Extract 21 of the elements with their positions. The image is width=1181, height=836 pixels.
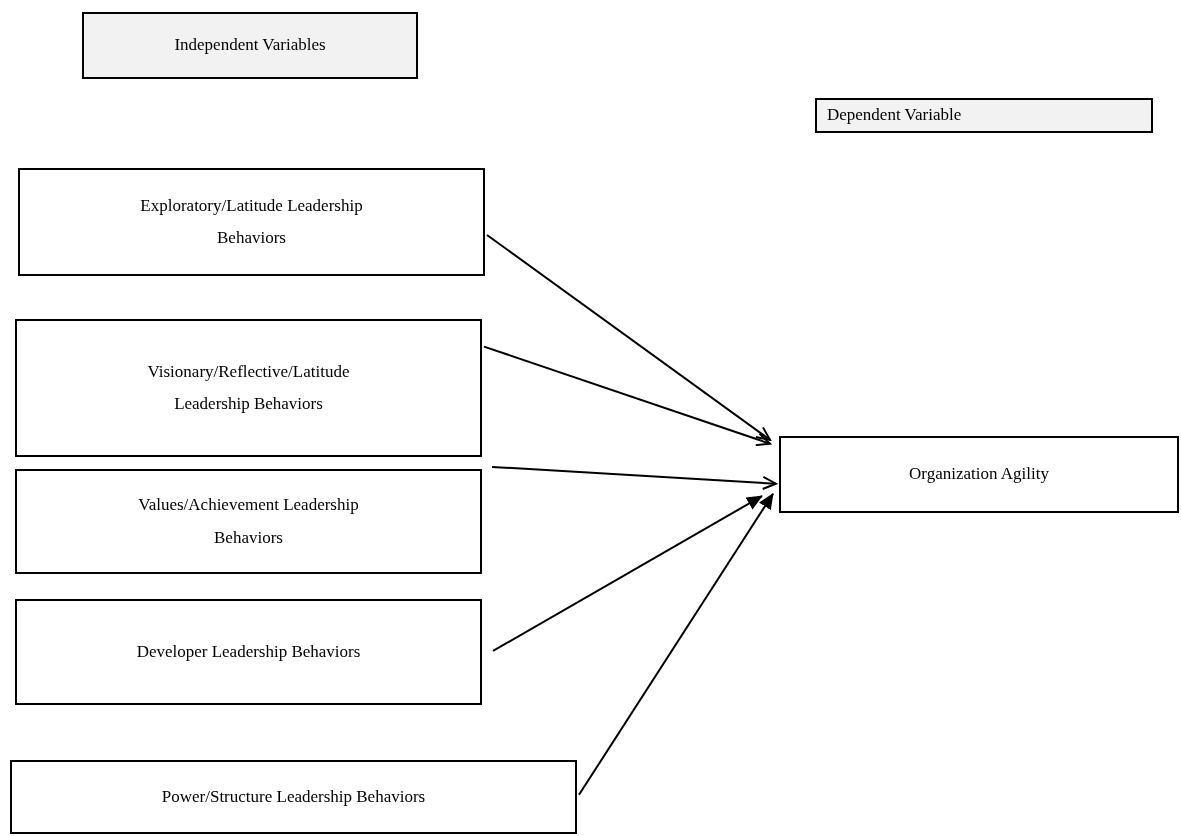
- outcome-box: [779, 436, 1179, 513]
- header-box: [815, 98, 1153, 133]
- node-label: Exploratory/Latitude Leadership Behaviors: [139, 194, 364, 249]
- node-label: Independent Variables: [174, 34, 326, 57]
- arrow: [491, 465, 777, 490]
- node-label: Values/Achievement Leadership Behaviors: [137, 494, 360, 549]
- node-label: Organization Agility: [909, 463, 1049, 486]
- arrow: [492, 495, 763, 652]
- variable-box: [15, 469, 482, 574]
- variable-box: [10, 760, 577, 834]
- node-label: Visionary/Reflective/Latitude Leadership Behaviors: [146, 360, 351, 415]
- arrow: [578, 492, 774, 796]
- node-label: Power/Structure Leadership Behaviors: [161, 785, 426, 808]
- variable-box: [18, 168, 485, 276]
- arrow: [486, 233, 771, 441]
- node-label: Dependent Variable: [827, 104, 962, 127]
- variable-box: [15, 599, 482, 705]
- header-box: [82, 12, 418, 79]
- arrow: [483, 345, 771, 447]
- node-label: Developer Leadership Behaviors: [136, 640, 361, 663]
- variable-box: [15, 319, 482, 457]
